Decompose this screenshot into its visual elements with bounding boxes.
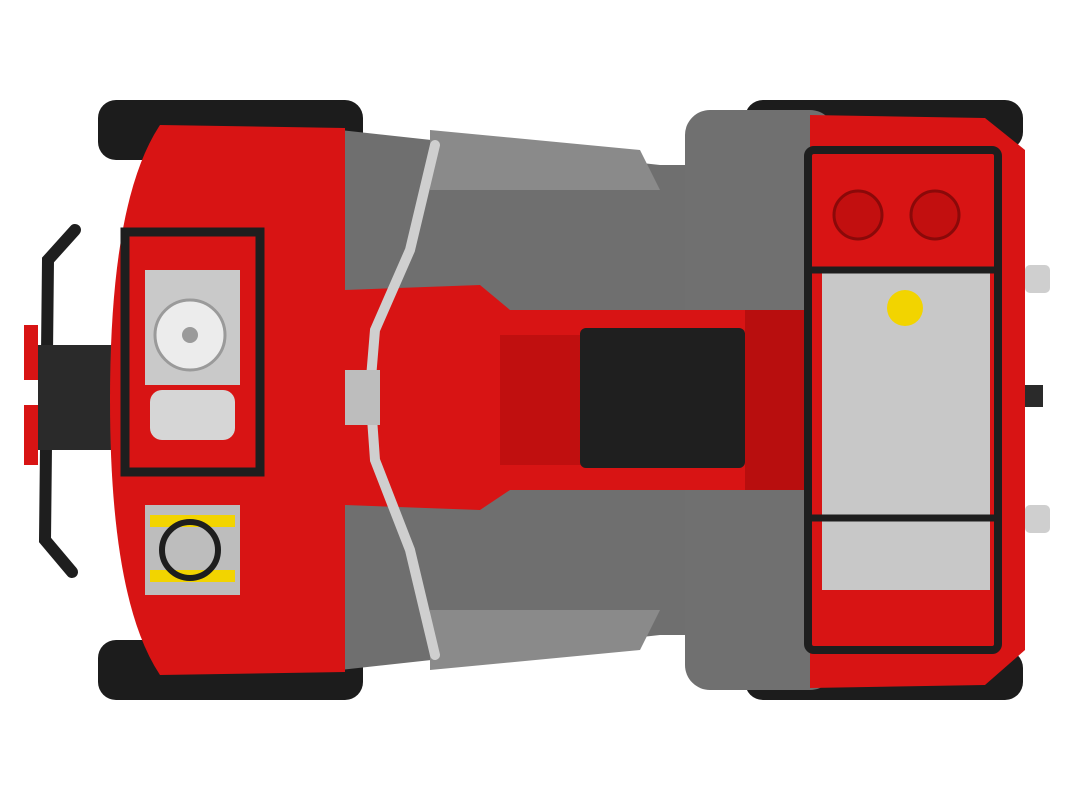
engine-cap-center <box>182 327 198 343</box>
gray-fender-left <box>430 130 660 190</box>
spring-coil <box>159 519 221 581</box>
gray-fender-right <box>430 610 660 670</box>
rear-rack-frame <box>804 146 1002 654</box>
front-light-upper <box>24 325 38 380</box>
exhaust-lower <box>1025 505 1050 533</box>
fuel-cap <box>887 290 923 326</box>
front-rack <box>120 227 265 477</box>
exhaust-upper <box>1025 265 1050 293</box>
seat-block <box>500 335 585 465</box>
rear-light-left <box>832 189 884 241</box>
motor-housing <box>580 328 745 468</box>
steering-hub <box>345 370 380 425</box>
rear-light-right <box>909 189 961 241</box>
engine-piston <box>150 390 235 440</box>
front-light-lower <box>24 405 38 465</box>
rear-connector <box>745 310 810 490</box>
rear-hitch <box>1025 385 1043 407</box>
